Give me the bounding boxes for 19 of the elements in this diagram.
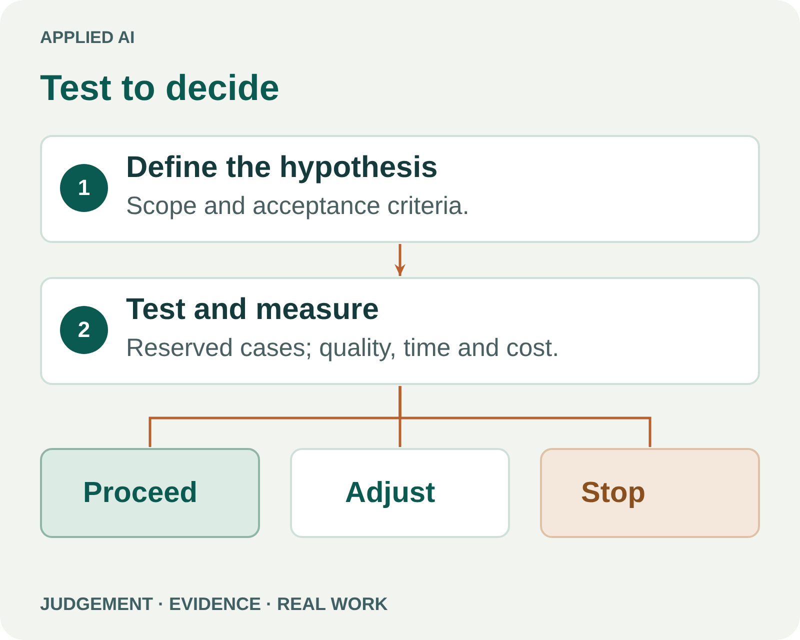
arrow	[394, 244, 406, 276]
outcome-label: Adjust	[345, 476, 436, 510]
footer-tagline: JUDGEMENT · EVIDENCE · REAL WORK	[40, 593, 388, 615]
step-heading: Test and measure	[126, 293, 380, 327]
diagram-title: Test to decide	[40, 66, 280, 110]
step-description: Reserved cases; quality, time and cost.	[126, 334, 560, 362]
outcome-label: Stop	[581, 476, 646, 510]
outcome-card	[40, 448, 260, 538]
outcome-label: Proceed	[83, 476, 198, 510]
step-heading: Define the hypothesis	[126, 151, 439, 185]
outcome-card	[540, 448, 760, 538]
step-card	[40, 277, 760, 385]
step-number: 1	[60, 164, 108, 212]
step-number: 2	[60, 306, 108, 354]
outcome-card	[290, 448, 510, 538]
step-card	[40, 135, 760, 243]
step-description: Scope and acceptance criteria.	[126, 192, 470, 220]
eyebrow-label: APPLIED AI	[40, 27, 135, 49]
connector-line	[398, 386, 652, 447]
